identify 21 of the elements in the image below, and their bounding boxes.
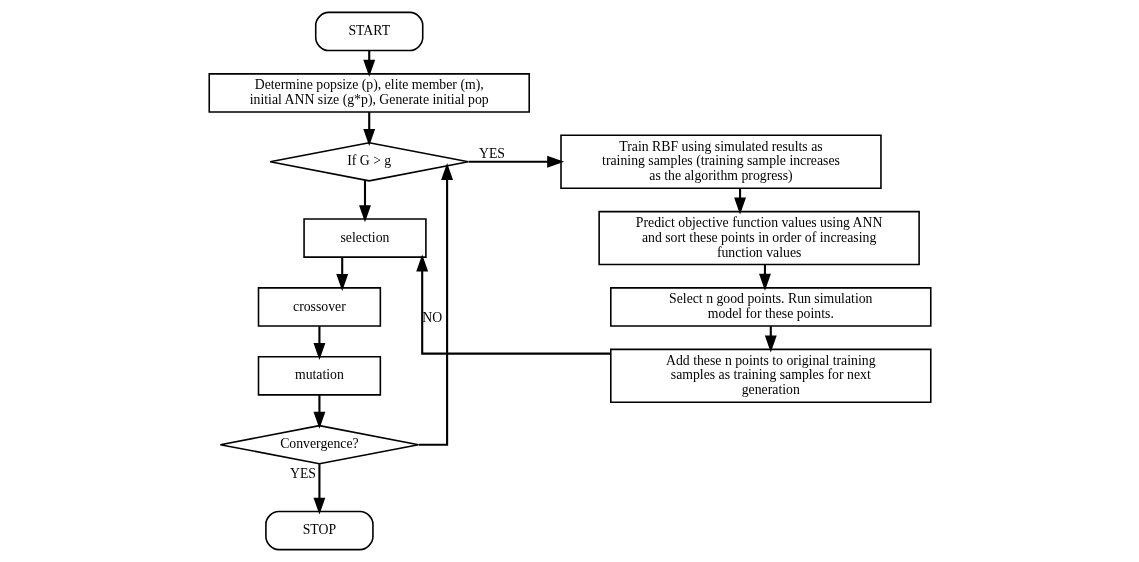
node-box: Select n good points. Run simulation model for these points.: [609, 287, 932, 327]
arrow: [358, 180, 371, 223]
node-box: Train RBF using simulated results as training samples (training sample increases as the algorithm progress): [559, 134, 882, 190]
node-box: Add these n points to original training samples as training samples for next generation: [609, 348, 932, 404]
arrow: [764, 326, 777, 353]
arrow: [733, 188, 746, 215]
node-box: Determine popsize (p), elite member (m), initial ANN size (g*p), Generate initial pop: [207, 73, 530, 113]
edge-label: YES: [289, 465, 316, 481]
node-diamond: Convergence?: [219, 424, 419, 465]
node-box: STOP: [264, 510, 374, 551]
node-box: crossover: [257, 287, 381, 327]
arrow: [468, 155, 564, 168]
arrow: [418, 163, 453, 446]
node-box: selection: [302, 218, 427, 258]
node-box: START: [314, 11, 424, 52]
node-box: Predict objective function values using ANN and sort these points in order of increasing function values: [597, 210, 920, 266]
arrow: [415, 254, 611, 355]
arrow: [313, 464, 325, 515]
edge-label: NO: [421, 310, 442, 326]
edge-label: YES: [478, 145, 505, 161]
node-box: mutation: [257, 355, 381, 396]
